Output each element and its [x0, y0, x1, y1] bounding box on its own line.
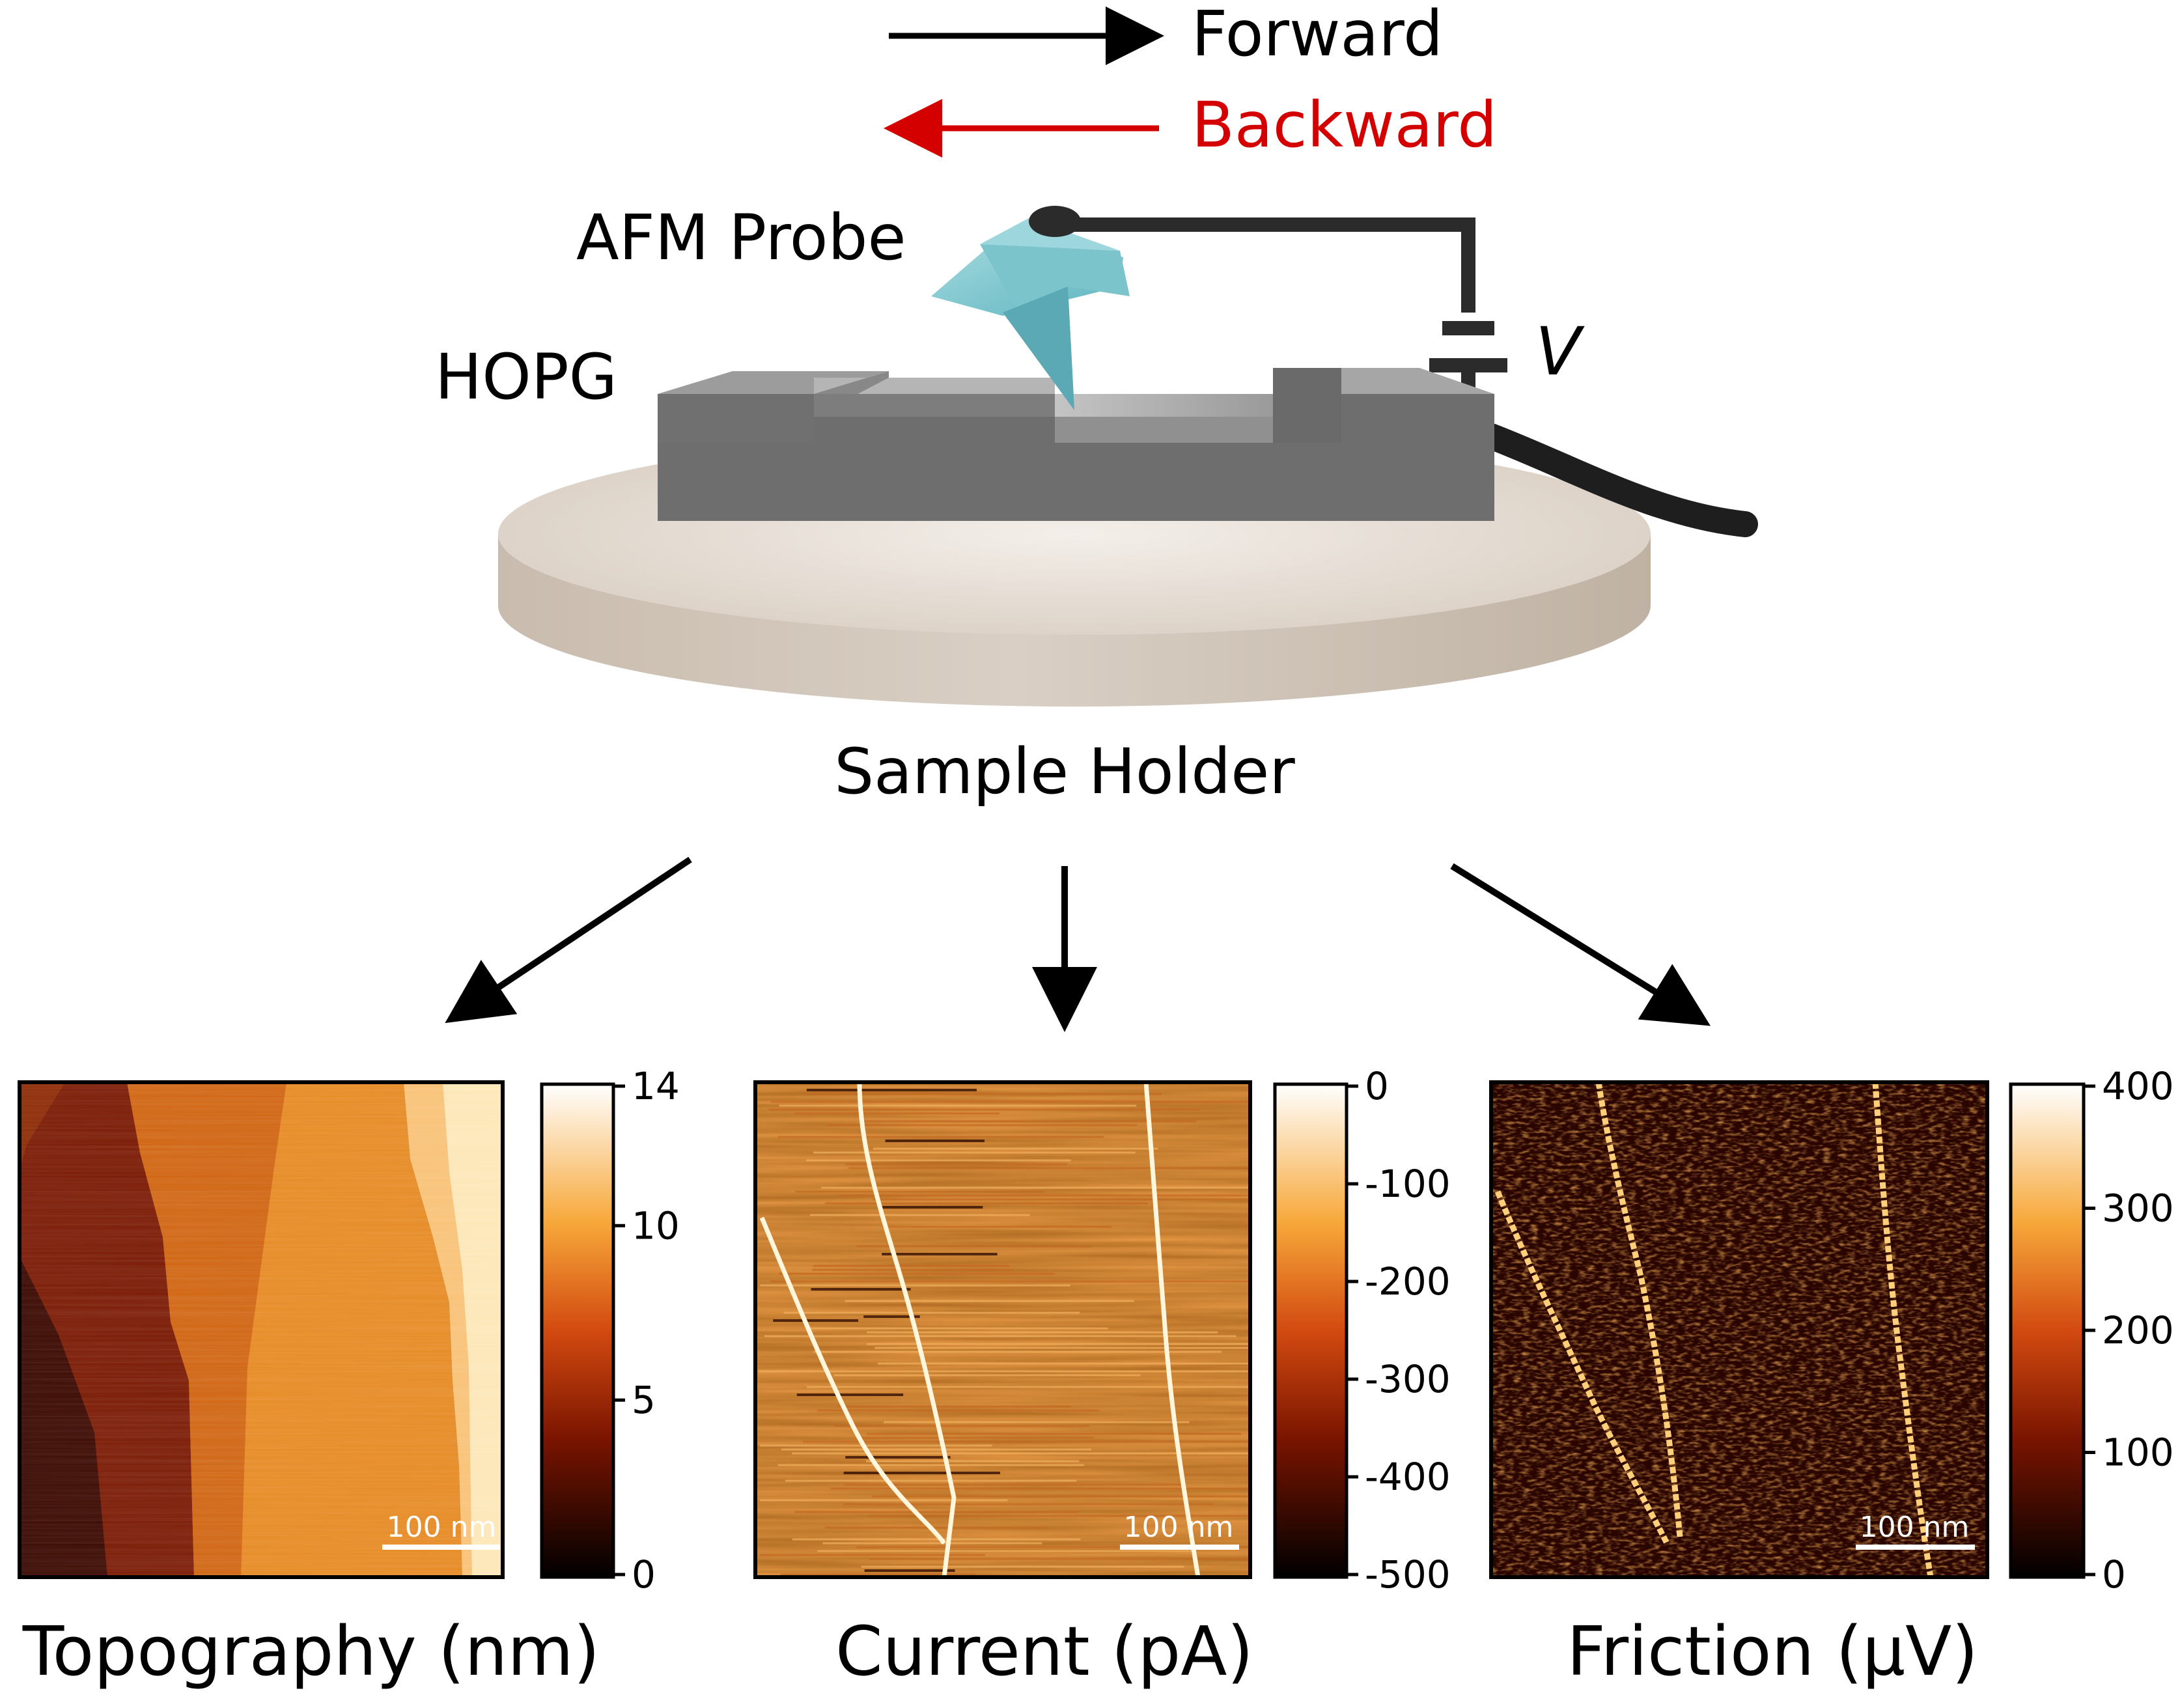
forward-label: Forward	[1192, 0, 1443, 70]
hopg-label: HOPG	[435, 341, 617, 413]
colorbar-tick-label: 0	[1365, 1064, 1389, 1108]
afm-probe-label: AFM Probe	[576, 201, 906, 274]
panel-title: Current (pA)	[835, 1612, 1253, 1691]
scale-bar-label: 100 nm	[387, 1511, 497, 1544]
panel-topography: 100 nm 14 10 5 0 Topography (nm)	[18, 1064, 680, 1691]
capacitor-plate-bottom	[1429, 358, 1507, 372]
scale-bar-label: 100 nm	[1860, 1511, 1970, 1544]
colorbar: 400 300 200 100 0	[2009, 1064, 2174, 1597]
colorbar: 14 10 5 0	[540, 1064, 680, 1597]
afm-probe: AFM Probe	[576, 201, 1130, 410]
friction-map	[1491, 1082, 1987, 1577]
colorbar-tick-label: -500	[1365, 1552, 1451, 1597]
colorbar: 0 -100 -200 -300 -400 -500	[1273, 1064, 1451, 1597]
colorbar-tick-label: -200	[1365, 1259, 1451, 1304]
colorbar-tick-label: 5	[632, 1378, 656, 1422]
colorbar-tick-label: -100	[1365, 1162, 1451, 1206]
backward-label: Backward	[1192, 89, 1497, 161]
colorbar-tick-label: 0	[632, 1552, 656, 1597]
scale-bar-label: 100 nm	[1124, 1511, 1234, 1544]
panel-title: Topography (nm)	[22, 1612, 600, 1691]
afm-setup: V HOPG AFM Probe	[435, 201, 1758, 808]
colorbar-tick-label: 400	[2102, 1064, 2174, 1108]
voltage-label: V	[1535, 313, 1585, 391]
capacitor-plate-top	[1442, 321, 1494, 335]
colorbar-tick-label: 14	[632, 1064, 680, 1108]
hopg-sample: HOPG	[435, 341, 1494, 521]
panel-friction: 100 nm 400 300 200 100 0 Friction (µV)	[1489, 1064, 2174, 1691]
panel-title: Friction (µV)	[1567, 1612, 1978, 1691]
colorbar-tick-label: 0	[2102, 1552, 2126, 1597]
colorbar-tick-label: 300	[2102, 1186, 2174, 1231]
panel-current: 100 nm 0 -100 -200 -300 -400 -500 Current (pA…	[753, 1064, 1451, 1691]
topography-map	[20, 1082, 503, 1577]
legend: Forward Backward	[884, 0, 1497, 161]
colorbar-tick-label: 10	[632, 1203, 680, 1248]
probe-mount	[1029, 206, 1081, 237]
colorbar-tick-label: 200	[2102, 1308, 2174, 1352]
sample-holder-label: Sample Holder	[834, 735, 1295, 808]
colorbar-tick-label: -400	[1365, 1455, 1451, 1499]
output-arrows	[445, 856, 1711, 1032]
colorbar-tick-label: 100	[2102, 1431, 2174, 1475]
colorbar-tick-label: -300	[1365, 1357, 1451, 1401]
current-map	[755, 1082, 1250, 1577]
